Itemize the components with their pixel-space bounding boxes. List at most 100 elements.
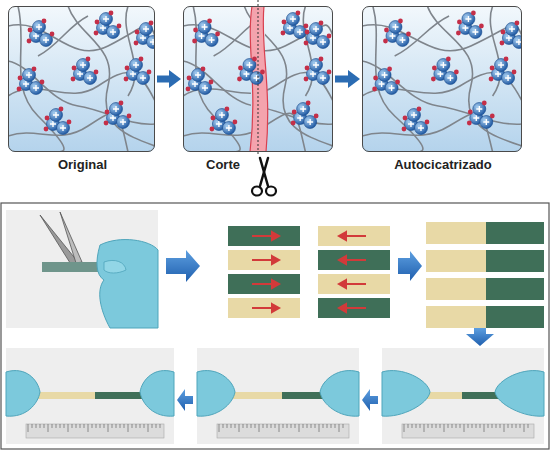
anion-dot [193, 28, 198, 33]
anion-dot [319, 57, 324, 62]
ion-cluster [94, 11, 122, 39]
polymer-network [8, 6, 161, 152]
plus-sign [307, 119, 313, 125]
ruler-tick [80, 424, 81, 428]
plus-sign [389, 85, 395, 91]
photo-ground [382, 348, 544, 444]
ruler-tick [32, 424, 33, 428]
ruler-tick [295, 424, 296, 428]
anion-dot [67, 120, 72, 125]
anion-dot [504, 57, 509, 62]
anion-dot [238, 66, 243, 71]
plus-sign [411, 112, 417, 118]
anion-dot [192, 39, 197, 44]
ion-cluster [402, 107, 430, 135]
polymer-chain [183, 61, 251, 124]
plus-sign [50, 121, 56, 127]
anion-dot [515, 21, 520, 26]
anion-dot [40, 80, 45, 85]
plus-sign [437, 71, 443, 77]
ruler-tick [40, 424, 41, 428]
plus-sign [483, 119, 489, 125]
plus-sign [209, 37, 215, 43]
green-piece [486, 278, 544, 300]
ruler-tick [315, 424, 316, 428]
ruler-tick [528, 424, 529, 428]
ruler-tick [144, 424, 145, 428]
plus-sign [195, 72, 201, 78]
anion-dot [135, 30, 140, 35]
plus-sign [290, 16, 296, 22]
ruler-tick [223, 424, 224, 428]
polymer-chain [265, 61, 333, 124]
polymer-chain [214, 16, 251, 56]
yellow-piece [426, 278, 486, 300]
cut-gap [250, 6, 268, 152]
anion-dot [490, 114, 495, 119]
ruler-tick [339, 424, 340, 432]
ruler-tick [72, 424, 73, 428]
ruler-tick [448, 424, 449, 428]
plus-sign [130, 71, 136, 77]
ruler-tick [484, 424, 485, 432]
plus-sign [253, 75, 259, 81]
anion-dot [454, 70, 459, 75]
plus-sign [140, 35, 146, 41]
ruler-tick [148, 424, 149, 432]
push-arrows [252, 232, 366, 312]
ruler-tick [476, 424, 477, 428]
plus-sign [110, 29, 116, 35]
panel-box: Original [8, 6, 155, 152]
anion-dot [149, 21, 154, 26]
gel-ground [8, 6, 155, 152]
push-arrowhead [339, 304, 346, 312]
plus-sign [77, 71, 83, 77]
gel-ground [183, 6, 333, 152]
plus-sign [219, 112, 225, 118]
ruler-tick [128, 424, 129, 432]
ruler-tick [456, 424, 457, 428]
ruler-tick [100, 424, 101, 428]
ion-cluster [237, 57, 265, 85]
anion-dot [117, 24, 122, 29]
yellow-piece [426, 250, 486, 272]
ion-cluster [186, 67, 214, 95]
anion-dot [209, 80, 214, 85]
anion-dot [432, 66, 437, 71]
ruler-tick [468, 424, 469, 428]
ruler-tick [452, 424, 453, 428]
stretch-photo [382, 348, 544, 444]
ruler-tick [263, 424, 264, 428]
gloved-hand [495, 371, 544, 417]
ruler-tick [480, 424, 481, 428]
anion-dot [468, 110, 473, 115]
ruler-tick [412, 424, 413, 428]
ruler-tick [275, 424, 276, 428]
flow-arrow [335, 76, 348, 83]
ruler-tick [92, 424, 93, 428]
anion-dot [398, 19, 403, 24]
green-piece [228, 274, 300, 294]
ruler-tick [243, 424, 244, 428]
plus-sign [53, 112, 59, 118]
ruler-tick [104, 424, 105, 428]
push-arrow [346, 259, 366, 261]
anion-dot [125, 66, 130, 71]
ion-cluster [372, 67, 400, 95]
yellow-piece [318, 274, 390, 294]
polymer-chain [8, 25, 155, 51]
plus-sign [140, 75, 146, 81]
ruler-tick [251, 424, 252, 428]
scissors-blade [60, 212, 82, 263]
plus-sign [80, 62, 86, 68]
photo-frame [1, 203, 549, 449]
plus-sign [60, 125, 66, 131]
ruler-tick [255, 424, 256, 428]
anion-dot [431, 77, 436, 82]
ruler-tick [432, 424, 433, 428]
gloved-hand [6, 371, 40, 417]
anion-dot [304, 77, 309, 82]
anion-dot [94, 70, 99, 75]
ion-cluster [431, 57, 459, 85]
